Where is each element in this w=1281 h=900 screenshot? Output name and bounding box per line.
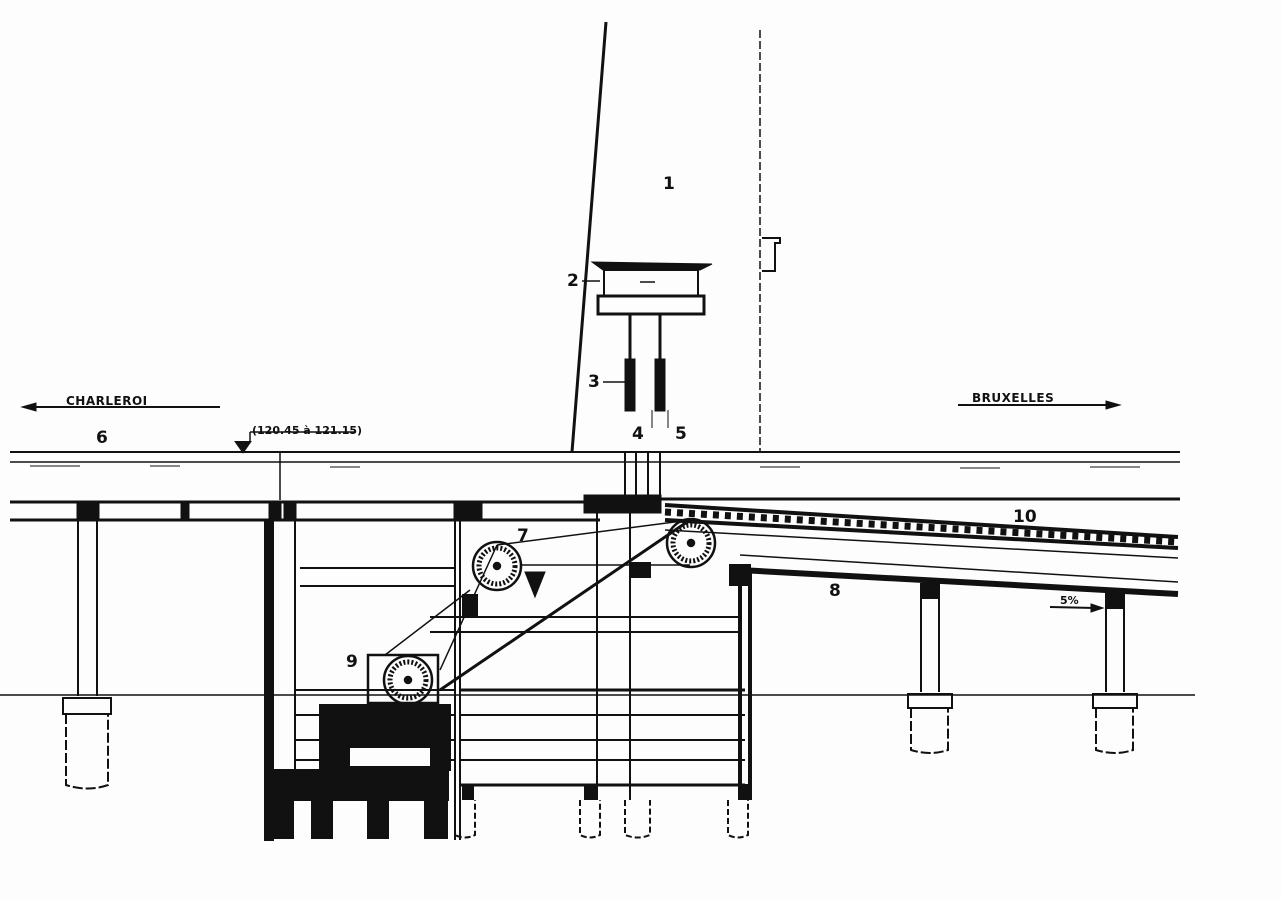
counterweight-rods (624, 314, 669, 428)
hoist-bracket (524, 571, 546, 599)
right-pier-2 (1092, 593, 1138, 754)
label-1: 1 (663, 174, 675, 194)
gate-posts (624, 452, 661, 498)
charleroi-arrow (20, 402, 220, 412)
tower-edge (570, 21, 608, 453)
slope-value: 5% (1060, 594, 1079, 607)
tower-bracket (762, 237, 781, 272)
aqueduct-deck (10, 494, 1180, 522)
slope-arrow (1049, 603, 1105, 613)
inclined-track (664, 503, 1179, 597)
hoist-cables (384, 518, 691, 692)
label-7: 7 (517, 526, 529, 546)
label-9: 9 (346, 652, 358, 672)
label-3: 3 (588, 372, 600, 392)
label-10: 10 (1013, 507, 1037, 527)
label-5: 5 (675, 424, 687, 444)
bruxelles-arrow (958, 400, 1122, 410)
direction-bruxelles: BRUXELLES (972, 391, 1055, 405)
right-pier-1 (907, 583, 953, 754)
sheave-wheel-upper-left (471, 540, 523, 592)
canal-water (10, 431, 1180, 500)
label-8: 8 (829, 581, 841, 601)
direction-charleroi: CHARLEROI (66, 394, 148, 408)
label-2: 2 (567, 271, 579, 291)
water-level-range: (120.45 à 121.15) (252, 424, 363, 437)
control-cabin (590, 261, 713, 316)
label-6: 6 (96, 428, 108, 448)
label-4: 4 (632, 424, 644, 444)
machine-building (264, 512, 752, 841)
left-pier (62, 520, 112, 790)
winch-wheel (366, 653, 440, 706)
sheave-wheel-upper-right (665, 517, 717, 569)
